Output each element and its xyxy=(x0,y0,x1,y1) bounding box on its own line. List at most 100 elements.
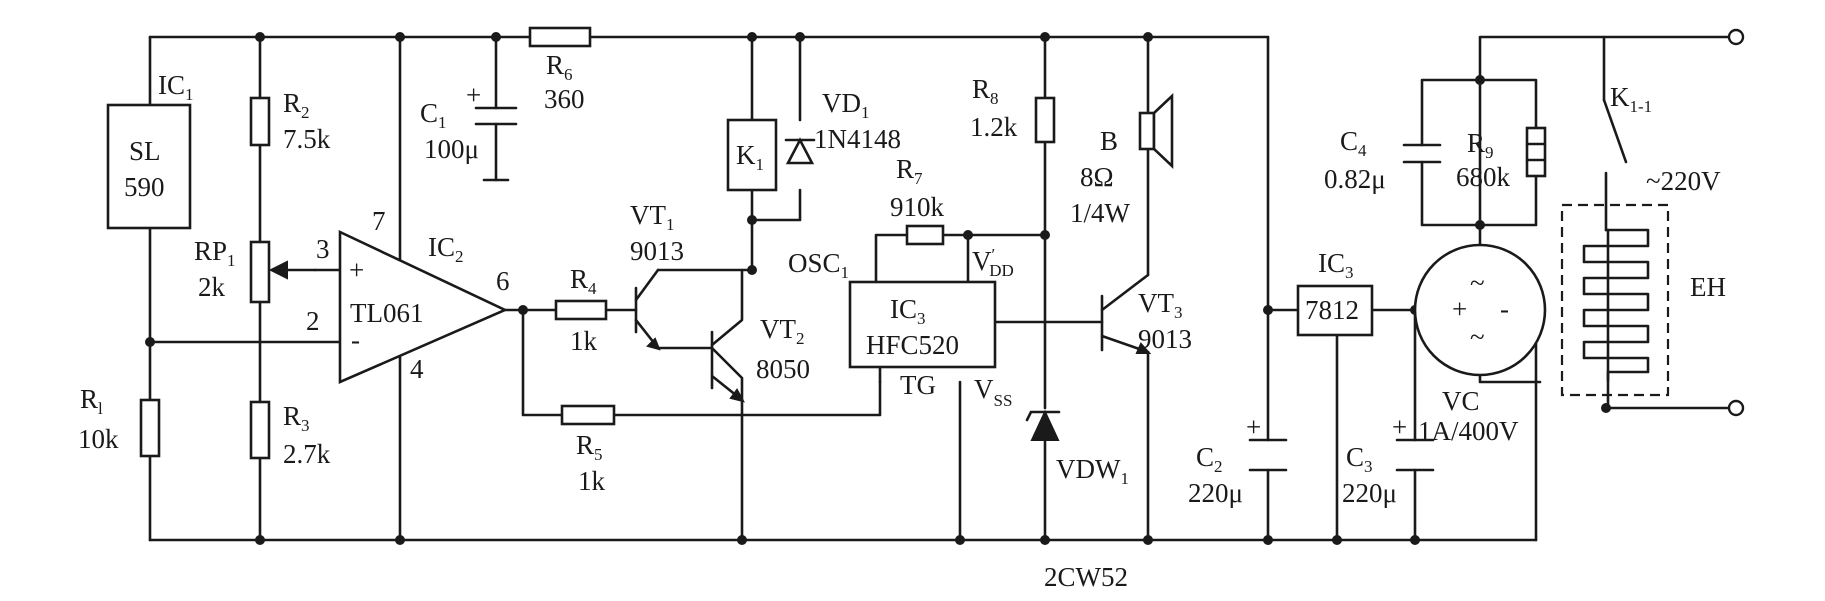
bridge-ac-bottom: ~ xyxy=(1470,322,1485,352)
ic2-pin-2: 2 xyxy=(306,306,320,336)
ic1-type-sl: SL xyxy=(129,136,161,166)
r5-value: 1k xyxy=(578,466,606,496)
r3-resistor xyxy=(249,400,271,460)
ic2-label: IC2 xyxy=(428,232,464,266)
rl-label: Rl xyxy=(80,384,103,418)
ic2-pin-4: 4 xyxy=(410,354,424,384)
rp1-potentiometer xyxy=(249,240,271,304)
rl-resistor xyxy=(139,398,161,458)
vdw1-zener-diode xyxy=(1025,409,1061,441)
rp1-label: RP1 xyxy=(194,236,236,270)
ic2-pin-3: 3 xyxy=(316,234,330,264)
speaker-b xyxy=(1138,92,1174,170)
vc-label: VC xyxy=(1442,386,1480,416)
ic2-type: TL061 xyxy=(350,298,424,328)
osc1-label: OSC1 xyxy=(788,248,849,282)
r2-resistor xyxy=(249,96,271,147)
ic3-hfc520-body xyxy=(848,280,997,369)
regulator-7812-body xyxy=(1296,284,1374,337)
ic2-minus-sign: - xyxy=(351,325,360,355)
vt2-value: 8050 xyxy=(756,354,810,384)
vt3-label: VT3 xyxy=(1138,288,1183,322)
r7-value: 910k xyxy=(890,192,945,222)
r8-resistor xyxy=(1034,96,1056,144)
r7-resistor xyxy=(905,224,945,246)
c1-value: 100μ xyxy=(424,134,479,164)
vdd-label: V′DD xyxy=(972,245,1014,280)
r7-label: R7 xyxy=(896,154,923,188)
ic1-type-590: 590 xyxy=(124,172,165,202)
k1-relay-coil xyxy=(726,118,778,192)
r2-label: R2 xyxy=(283,88,310,122)
ic2-pin-7: 7 xyxy=(372,206,386,236)
r5-resistor xyxy=(560,404,616,426)
vt2-label: VT2 xyxy=(760,314,805,348)
regulator-type: 7812 xyxy=(1305,295,1359,325)
r6-label: R6 xyxy=(546,50,573,84)
c2-plus: + xyxy=(1246,412,1261,442)
ic1-sensor-body xyxy=(106,103,192,230)
r9-value: 680k xyxy=(1456,162,1511,192)
eh-heater-element xyxy=(1582,228,1650,410)
r9-label: R9 xyxy=(1467,128,1494,162)
k1-label: K1 xyxy=(736,140,764,174)
c4-value: 0.82μ xyxy=(1324,164,1386,194)
c3-plus: + xyxy=(1392,412,1407,442)
r6-value: 360 xyxy=(544,84,585,114)
r4-value: 1k xyxy=(570,326,598,356)
r5-label: R5 xyxy=(576,430,603,464)
c4-capacitor xyxy=(1402,143,1442,164)
ic3-type: HFC520 xyxy=(866,330,959,360)
vd1-value: 1N4148 xyxy=(814,124,901,154)
ic3-label: IC3 xyxy=(890,294,926,328)
mains-terminal-top xyxy=(1727,28,1745,46)
ic2-pin-6: 6 xyxy=(496,266,510,296)
c3-value: 220μ xyxy=(1342,478,1397,508)
bridge-minus: - xyxy=(1500,294,1509,324)
rp1-wiper-arrow xyxy=(268,260,288,280)
rp1-value: 2k xyxy=(198,272,226,302)
vt2-transistor xyxy=(710,268,745,403)
c2-value: 220μ xyxy=(1188,478,1243,508)
speaker-power: 1/4W xyxy=(1070,198,1131,228)
speaker-impedance: 8Ω xyxy=(1080,162,1114,192)
ic1-label: IC1 xyxy=(158,70,194,104)
r3-value: 2.7k xyxy=(283,439,331,469)
vt1-value: 9013 xyxy=(630,236,684,266)
bridge-rectifier-vc xyxy=(1413,243,1547,377)
eh-label: EH xyxy=(1690,272,1726,302)
rl-value: 10k xyxy=(78,424,119,454)
eh-heater-enclosure xyxy=(1560,203,1670,397)
vdw1-type: 2CW52 xyxy=(1044,562,1128,592)
vc-value: 1A/400V xyxy=(1418,416,1519,446)
speaker-label: B xyxy=(1100,126,1118,156)
vt3-value: 9013 xyxy=(1138,324,1192,354)
vt3-transistor xyxy=(1100,273,1152,354)
c1-label: C1 xyxy=(420,98,447,132)
r4-label: R4 xyxy=(570,264,597,298)
tg-label: TG xyxy=(900,370,936,400)
r6-resistor xyxy=(528,26,592,48)
k1-1-label: K1-1 xyxy=(1610,82,1652,116)
ic2-opamp-body xyxy=(338,229,509,384)
vt1-label: VT1 xyxy=(630,200,675,234)
r2-value: 7.5k xyxy=(283,124,331,154)
vd1-label: VD1 xyxy=(822,88,870,122)
c1-capacitor xyxy=(474,106,518,126)
vt1-transistor xyxy=(634,268,661,351)
mains-voltage-label: ~220V xyxy=(1646,166,1721,196)
c4-label: C4 xyxy=(1340,126,1367,160)
vdw1-label: VDW1 xyxy=(1056,454,1129,488)
vss-label: VSS xyxy=(974,374,1012,410)
c2-label: C2 xyxy=(1196,442,1223,476)
r8-value: 1.2k xyxy=(970,112,1018,142)
ic2-plus-sign: + xyxy=(349,255,364,285)
c1-plus: + xyxy=(466,80,481,110)
bridge-ac-top: ~ xyxy=(1470,268,1485,298)
r4-resistor xyxy=(554,299,608,321)
mains-terminal-bottom xyxy=(1727,399,1745,417)
regulator-label: IC3 xyxy=(1318,248,1354,282)
vd1-diode xyxy=(785,137,815,165)
bridge-plus: + xyxy=(1452,294,1467,324)
